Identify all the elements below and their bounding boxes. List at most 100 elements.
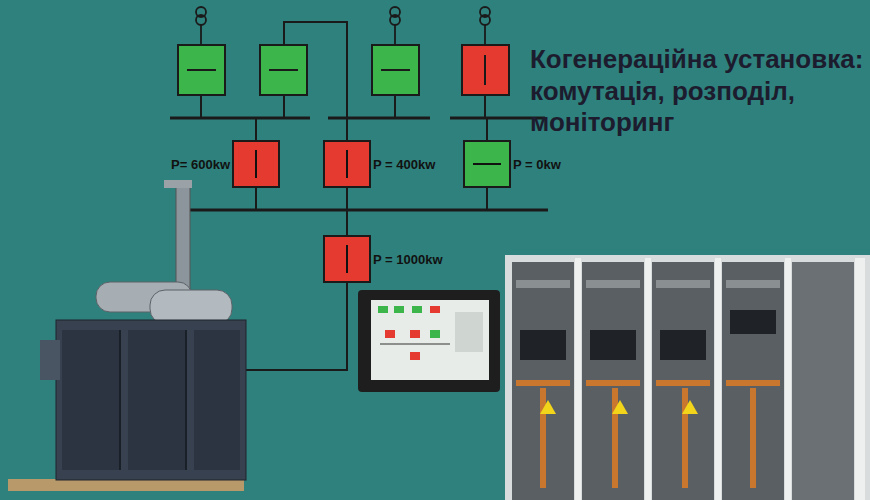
switchgear-cabinets-part <box>590 330 636 360</box>
breaker-bar <box>346 245 348 273</box>
hmi-screen-part <box>430 306 440 313</box>
switchgear-cabinets-part <box>612 400 628 414</box>
generator-illustration-part <box>176 182 190 292</box>
breaker-bar <box>255 150 257 178</box>
busbar-part <box>170 117 310 120</box>
generator-illustration-part <box>8 479 244 491</box>
switchgear-cabinets-part <box>582 262 644 500</box>
hmi-screen-part <box>380 344 450 345</box>
breaker-symbol-part <box>372 45 419 95</box>
breaker-symbol-part <box>269 69 298 71</box>
switchgear-cabinets-part <box>726 380 780 386</box>
wire-part <box>255 118 257 140</box>
switchgear-cabinets-part <box>660 330 706 360</box>
wire-part <box>484 95 486 118</box>
transformer-symbol-part <box>394 25 396 45</box>
switchgear-cabinets-part <box>575 258 581 500</box>
hmi-screen-part <box>358 290 500 392</box>
breaker-symbol-part <box>178 45 225 95</box>
wire-part <box>394 95 396 118</box>
breaker-bar <box>473 163 501 165</box>
wire-part <box>283 95 285 118</box>
hmi-screen-part <box>378 306 388 313</box>
switchgear-cabinets-part <box>785 258 791 500</box>
switchgear-cabinets-part <box>540 388 546 488</box>
hmi-screen-part <box>410 330 420 338</box>
hmi-screen-part <box>455 312 483 352</box>
switchgear-cabinets-part <box>652 262 714 500</box>
hmi-screen <box>358 290 500 392</box>
busbar-part <box>328 117 430 120</box>
power-reading: P = 0kw <box>513 157 561 172</box>
generator-illustration <box>8 180 246 491</box>
switchgear-cabinets <box>505 255 870 500</box>
switchgear-cabinets-part <box>656 380 710 386</box>
breaker-box: P= 600kw <box>232 140 280 188</box>
wire-part <box>243 283 347 370</box>
switchgear-cabinets-part <box>722 262 784 500</box>
hmi-screen-part <box>371 300 489 380</box>
hmi-screen-part <box>430 330 440 338</box>
wire-part <box>486 118 488 140</box>
power-reading: P= 600kw <box>171 157 230 172</box>
breaker-bar <box>346 150 348 178</box>
transformer-symbol-part <box>484 25 486 45</box>
hmi-screen-part <box>394 306 404 313</box>
switchgear-cabinets-part <box>586 380 640 386</box>
generator-illustration-part <box>164 180 192 188</box>
breaker-symbol-part <box>462 45 509 95</box>
switchgear-cabinets-part <box>540 400 556 414</box>
breaker-box: P = 1000kw <box>323 235 371 283</box>
generator-illustration-part <box>119 330 121 470</box>
generator-illustration-part <box>150 290 232 324</box>
transformer-symbol <box>196 7 490 45</box>
switchgear-cabinets-part <box>726 280 780 288</box>
switchgear-cabinets-part <box>730 310 776 334</box>
generator-illustration-part <box>40 340 60 380</box>
switchgear-cabinets-part <box>505 255 870 500</box>
hmi-screen-part <box>385 330 395 338</box>
breaker-box: P = 400kw <box>323 140 371 188</box>
power-reading: P = 1000kw <box>373 252 443 267</box>
title-heading: Когенераційна установка: комутація, розп… <box>530 44 868 139</box>
hmi-screen-part <box>410 352 420 360</box>
wire-part <box>200 95 202 118</box>
generator-illustration-part <box>194 330 240 470</box>
switchgear-cabinets-part <box>516 380 570 386</box>
switchgear-cabinets-part <box>682 400 698 414</box>
switchgear-cabinets-part <box>656 280 710 288</box>
breaker-symbol-part <box>260 45 307 95</box>
switchgear-cabinets-part <box>645 258 651 500</box>
transformer-symbol-part <box>480 15 490 25</box>
generator-illustration-part <box>56 320 246 480</box>
generator-illustration-part <box>185 330 187 470</box>
switchgear-cabinets-part <box>855 258 865 500</box>
breaker-symbol-part <box>484 55 486 85</box>
switchgear-cabinets-part <box>682 388 688 488</box>
switchgear-cabinets-part <box>750 388 756 488</box>
generator-illustration-part <box>128 330 186 470</box>
busbar <box>170 118 548 210</box>
bus-connector <box>347 188 487 235</box>
hmi-screen-part <box>412 306 422 313</box>
breaker-box: P = 0kw <box>463 140 511 188</box>
breaker-symbol-part <box>381 69 410 71</box>
bus-connector <box>256 188 347 235</box>
transformer-symbol-part <box>390 15 400 25</box>
switchgear-cabinets-part <box>520 330 566 360</box>
transformer-symbol-part <box>200 25 202 45</box>
switchgear-cabinets-part <box>516 280 570 288</box>
power-reading: P = 400kw <box>373 157 435 172</box>
switchgear-cabinets-part <box>792 262 854 500</box>
transformer-symbol-part <box>196 15 206 25</box>
switchgear-cabinets-part <box>512 262 574 500</box>
breaker-symbol-part <box>187 69 216 71</box>
switchgear-cabinets-part <box>715 258 721 500</box>
breaker-symbol <box>178 45 509 95</box>
generator-illustration-part <box>62 330 120 470</box>
switchgear-cabinets-part <box>586 280 640 288</box>
switchgear-cabinets-part <box>612 388 618 488</box>
